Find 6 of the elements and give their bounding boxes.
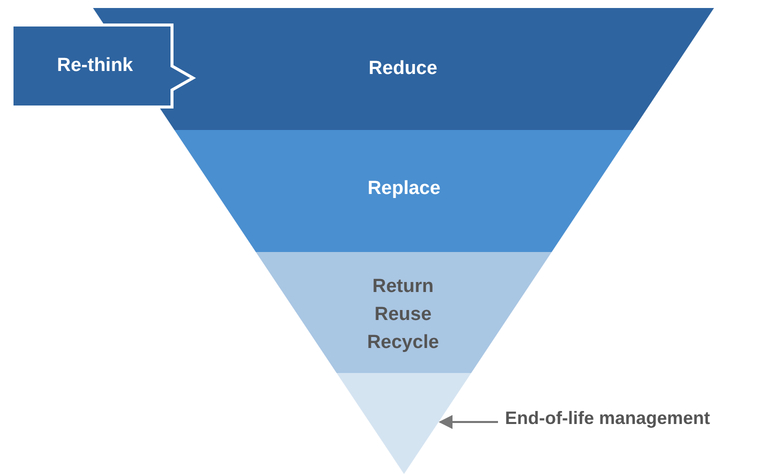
arrow <box>438 415 498 429</box>
band-label: Re-think <box>56 55 134 77</box>
band-label: Reduce <box>368 58 438 80</box>
annotation-text: End-of-life management <box>505 408 712 429</box>
band-label: Return Reuse Recycle <box>366 275 440 355</box>
band-label: Replace <box>366 178 442 200</box>
